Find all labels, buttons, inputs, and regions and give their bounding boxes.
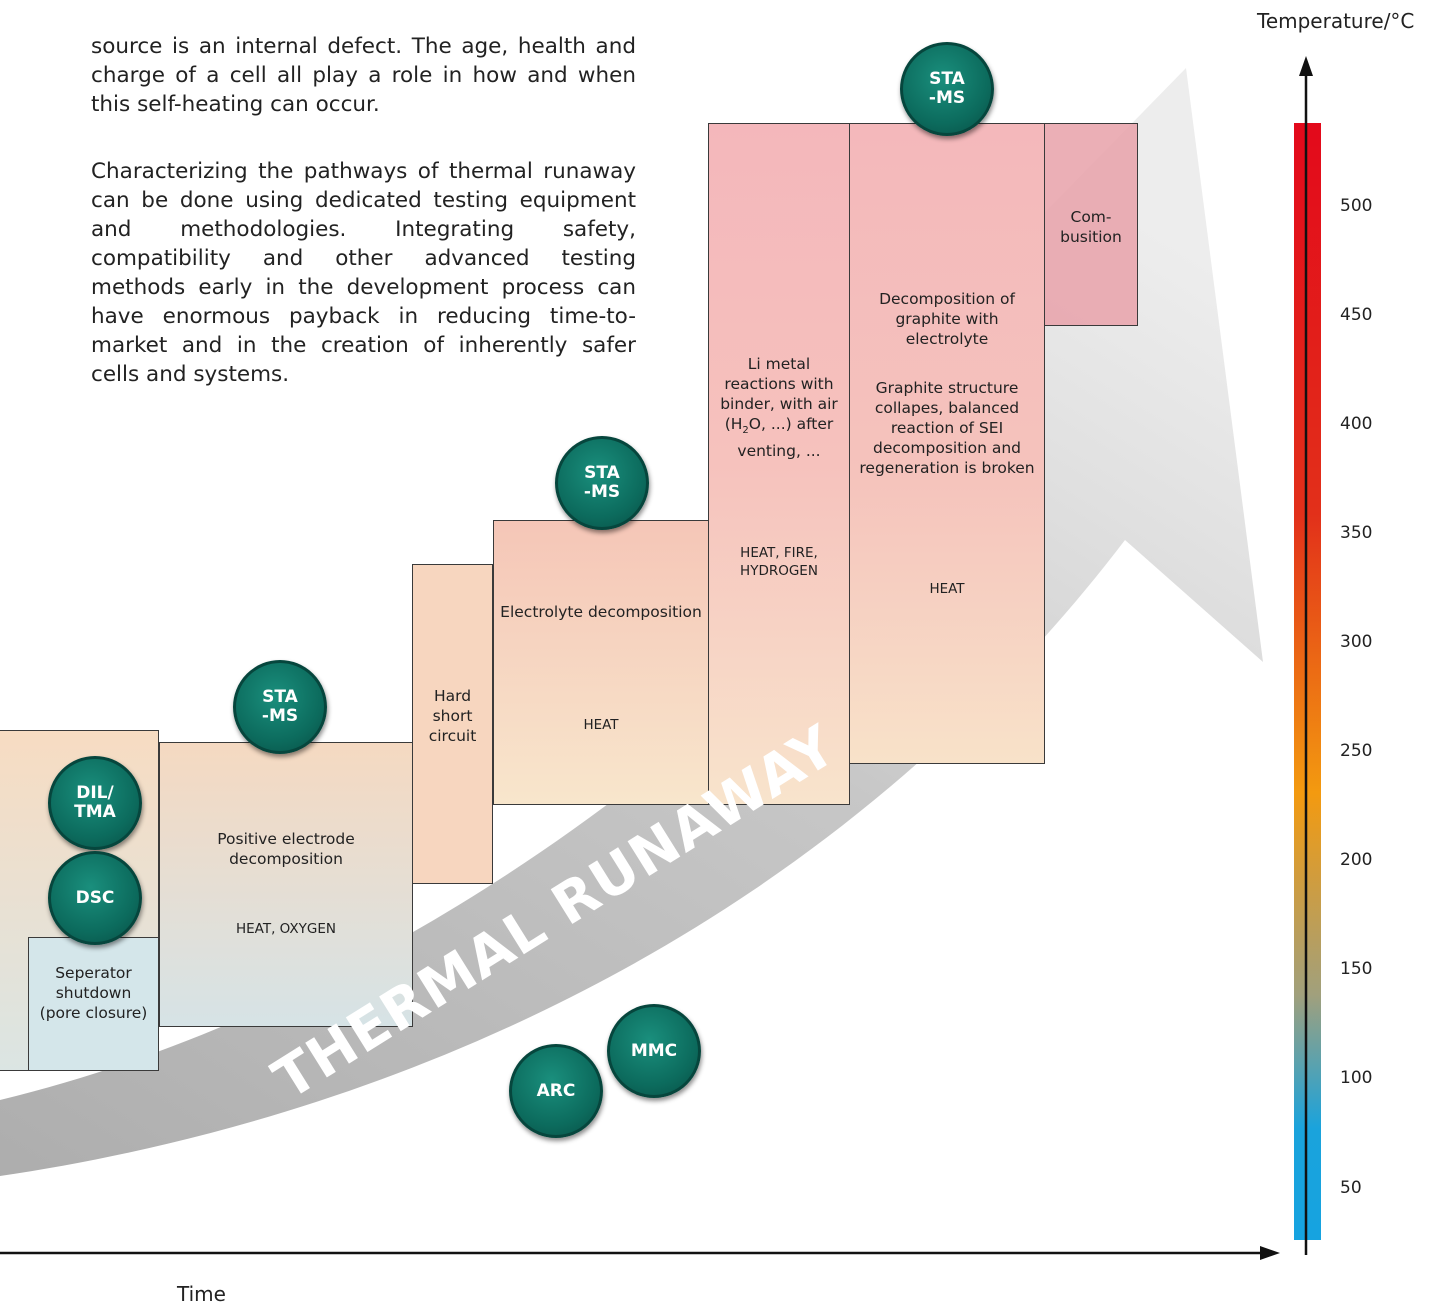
stage-label: Li metal reactions with binder, with air… [720, 355, 838, 461]
y-tick-label: 100 [1340, 1068, 1373, 1088]
sta-ms-badge: STA -MS [555, 436, 649, 530]
badge-label: DSC [75, 887, 115, 908]
y-tick-label: 500 [1340, 196, 1373, 216]
stage-label: Hard short circuit [428, 687, 477, 745]
arc-badge: ARC [509, 1044, 603, 1138]
sta-ms-badge: STA -MS [233, 660, 327, 754]
y-tick-label: 450 [1340, 305, 1373, 325]
stage-label: Positive electrode decomposition [217, 830, 355, 868]
sta-ms-badge: STA -MS [900, 42, 994, 136]
stage-box-positive-electrode: Positive electrode decomposition HEAT, O… [159, 742, 413, 1027]
y-tick-label: 300 [1340, 632, 1373, 652]
y-axis-title: Temperature/°C [1257, 9, 1415, 33]
x-axis-arrowhead [1260, 1246, 1280, 1260]
stage-label-secondary: Graphite structure collapes, balanced re… [859, 379, 1035, 477]
badge-label: MMC [630, 1040, 678, 1061]
stage-box-combustion: Com- busition [1044, 123, 1138, 326]
stage-box-graphite-decomposition: Decomposition of graphite with electroly… [849, 123, 1045, 764]
dil-tma-badge: DIL/ TMA [48, 756, 142, 850]
intro-paragraph: source is an internal defect. The age, h… [91, 34, 636, 117]
y-tick-label: 50 [1340, 1178, 1362, 1198]
badge-label: DIL/ TMA [74, 783, 116, 822]
dsc-badge: DSC [48, 851, 142, 945]
stage-box-hard-short-circuit: Hard short circuit [412, 564, 493, 884]
stage-label: Seperator shutdown (pore closure) [39, 964, 148, 1022]
stage-effect: HEAT [583, 717, 619, 733]
badge-label: ARC [536, 1080, 576, 1101]
stage-effect: HEAT [929, 581, 965, 597]
badge-label: STA -MS [583, 463, 621, 502]
stage-effect: HEAT, FIRE, HYDROGEN [740, 545, 818, 579]
y-tick-label: 250 [1340, 741, 1373, 761]
y-tick-label: 150 [1340, 959, 1373, 979]
y-tick-label: 400 [1340, 414, 1373, 434]
stage-box-separator-shutdown: Seperator shutdown (pore closure) [28, 937, 159, 1071]
y-tick-label: 350 [1340, 523, 1373, 543]
mmc-badge: MMC [607, 1004, 701, 1098]
x-axis-title: Time [177, 1282, 226, 1306]
intro-paragraph: Characterizing the pathways of thermal r… [91, 159, 636, 387]
badge-label: STA -MS [928, 69, 966, 108]
stage-label: Electrolyte decomposition [500, 603, 702, 621]
stage-box-electrolyte-decomposition: Electrolyte decomposition HEAT [493, 520, 709, 805]
stage-box-li-metal-reactions: Li metal reactions with binder, with air… [708, 123, 850, 805]
stage-label: Decomposition of graphite with electroly… [879, 290, 1015, 348]
temperature-scale-bar [1294, 123, 1321, 1240]
stage-label: Com- busition [1060, 208, 1122, 246]
badge-label: STA -MS [261, 687, 299, 726]
y-tick-label: 200 [1340, 850, 1373, 870]
stage-effect: HEAT, OXYGEN [235, 921, 337, 937]
y-axis-arrowhead [1299, 56, 1313, 76]
